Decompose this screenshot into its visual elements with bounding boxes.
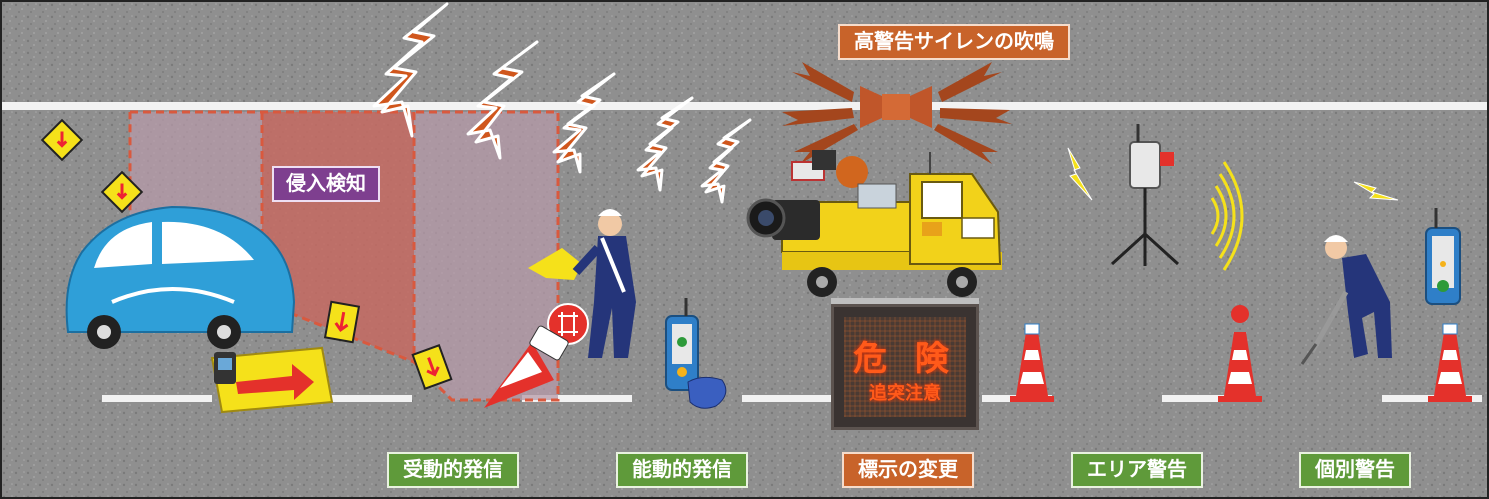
- display-change-label: 標示の変更: [842, 452, 974, 488]
- siren-label: 高警告サイレンの吹鳴: [838, 24, 1070, 60]
- lightning-icon: [1353, 181, 1399, 201]
- detection-zones: [128, 110, 560, 402]
- lightning-icon: [552, 72, 616, 174]
- warning-truck: [746, 150, 1002, 297]
- led-message-sign: 危 険 追突注意: [831, 304, 979, 430]
- led-matrix: [844, 317, 966, 417]
- led-sign-line-1: 危 険: [853, 339, 957, 379]
- siren-speaker-icon: [782, 62, 1012, 164]
- signal-icons: [1067, 147, 1399, 201]
- active-transmission-label: 能動的発信: [616, 452, 748, 488]
- personal-device: [1425, 208, 1461, 305]
- led-sign-line-2: 追突注意: [869, 383, 941, 404]
- traffic-cones: [1010, 305, 1472, 402]
- lightning-icon: [372, 2, 449, 138]
- arrow-signs: [40, 118, 453, 390]
- wave-icon: [1210, 161, 1244, 271]
- lightning-icons: [372, 2, 752, 204]
- led-sign-frame: [831, 298, 979, 306]
- jackhammer-worker: [1300, 235, 1392, 365]
- area-warning-unit: [1110, 124, 1180, 266]
- lightning-icon: [1067, 147, 1093, 201]
- car-icon: [65, 205, 296, 349]
- handheld-device: [665, 298, 727, 409]
- individual-warning-label: 個別警告: [1299, 452, 1411, 488]
- passive-transmission-label: 受動的発信: [387, 452, 519, 488]
- lightning-icon: [700, 118, 752, 204]
- lane-line-solid: [2, 102, 1487, 110]
- fallen-cone: [484, 325, 569, 408]
- lightning-icon: [466, 40, 539, 160]
- arrow-board: [210, 346, 334, 414]
- flag-worker: [528, 209, 636, 358]
- area-warning-label: エリア警告: [1071, 452, 1203, 488]
- lightning-icon: [636, 96, 694, 192]
- intrusion-detection-label: 侵入検知: [272, 166, 380, 202]
